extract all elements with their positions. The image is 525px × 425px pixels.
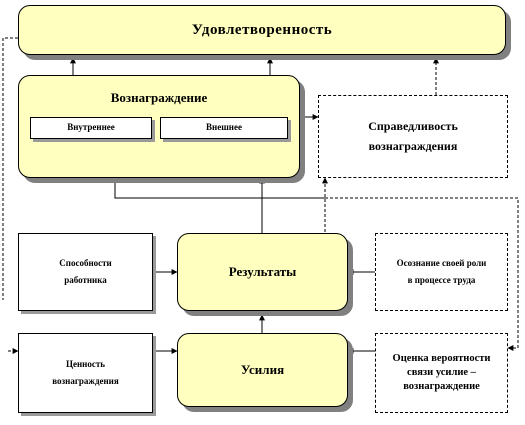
results-box: Результаты xyxy=(177,233,348,311)
internal-reward-label: Внутреннее xyxy=(67,122,115,133)
probability-label: Оценка вероятности связи усилие – вознаг… xyxy=(392,352,491,393)
abilities-box: Способности работника xyxy=(18,233,153,311)
satisfaction-box: Удовлетворенность xyxy=(18,5,506,55)
role-awareness-box: Осознание своей роли в процессе труда xyxy=(375,233,508,311)
arrow-feedback-to-probability xyxy=(325,197,519,351)
results-label: Результаты xyxy=(228,264,297,279)
reward-value-box: Ценность вознаграждения xyxy=(18,333,153,413)
efforts-box: Усилия xyxy=(177,333,348,407)
abilities-label: Способности работника xyxy=(59,257,112,285)
arrow-satisfaction-feedback xyxy=(2,37,18,300)
satisfaction-label: Удовлетворенность xyxy=(191,21,333,38)
efforts-label: Усилия xyxy=(240,362,285,377)
reward-value-label: Ценность вознаграждения xyxy=(52,358,119,386)
probability-box: Оценка вероятности связи усилие – вознаг… xyxy=(375,333,508,413)
external-reward-label: Внешнее xyxy=(206,122,242,133)
external-reward-box: Внешнее xyxy=(160,117,288,139)
fairness-box: Справедливость вознаграждения xyxy=(318,95,508,178)
fairness-label: Справедливость вознаграждения xyxy=(368,119,458,153)
internal-reward-box: Внутреннее xyxy=(30,117,152,139)
role-awareness-label: Осознание своей роли в процессе труда xyxy=(396,257,487,285)
reward-label: Вознаграждение xyxy=(110,90,208,105)
